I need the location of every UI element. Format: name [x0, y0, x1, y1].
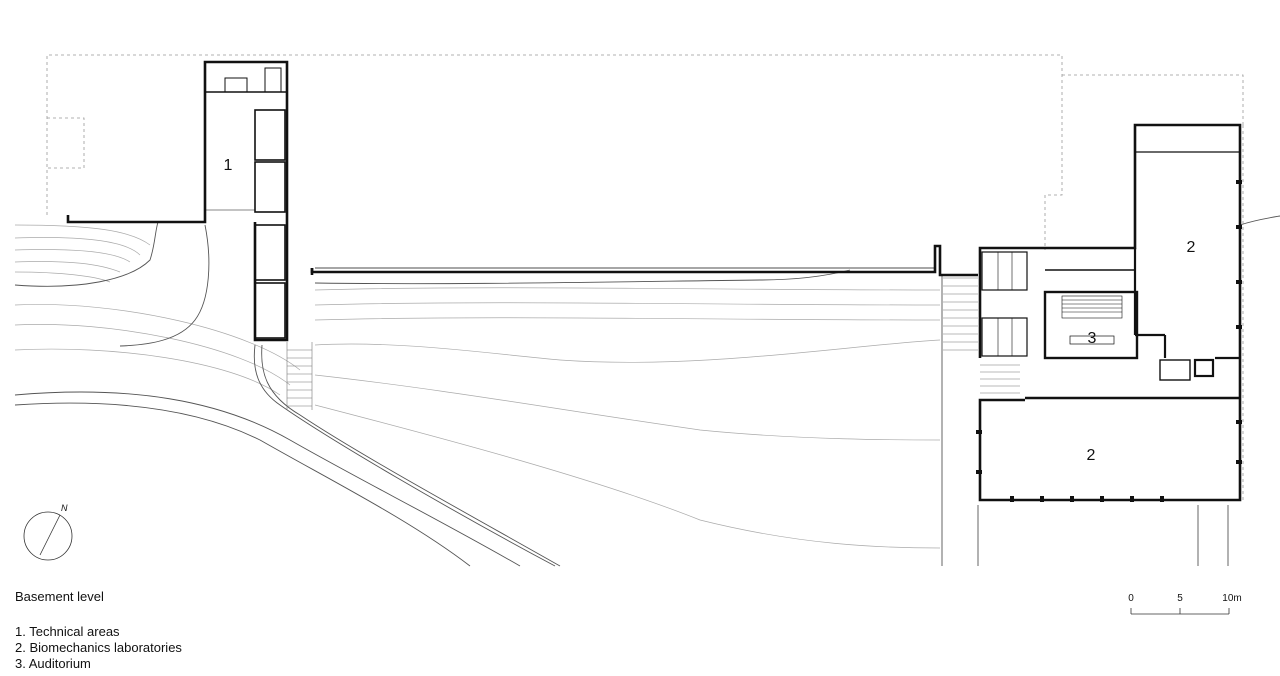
legend-item-biomechanics-laboratories: 2. Biomechanics laboratories	[15, 640, 182, 655]
room-label-1: 1	[224, 157, 233, 174]
exterior-stairs	[286, 342, 313, 410]
terrain-contours	[14, 224, 941, 549]
scale-bar	[1130, 608, 1230, 615]
retaining-wall	[310, 244, 978, 277]
scale-label-0: 0	[1128, 593, 1134, 604]
technical-areas-block	[66, 60, 314, 342]
legend-item-technical-areas: 1. Technical areas	[15, 624, 120, 639]
scale-label-10m: 10m	[1222, 593, 1241, 604]
room-label-3: 3	[1088, 330, 1097, 347]
scale-label-5: 5	[1177, 593, 1183, 604]
plan-title: Basement level	[15, 589, 104, 604]
room-label-2-upper: 2	[1187, 239, 1196, 256]
window-mullions	[976, 180, 1242, 502]
north-arrow: N	[23, 503, 73, 561]
upper-level-outline	[46, 54, 1244, 500]
site-paths	[14, 215, 1280, 567]
entrance-stairs	[943, 277, 1020, 394]
legend-item-auditorium: 3. Auditorium	[15, 656, 91, 671]
laboratory-building	[978, 123, 1242, 502]
north-label: N	[61, 503, 68, 513]
room-label-2-lower: 2	[1087, 447, 1096, 464]
